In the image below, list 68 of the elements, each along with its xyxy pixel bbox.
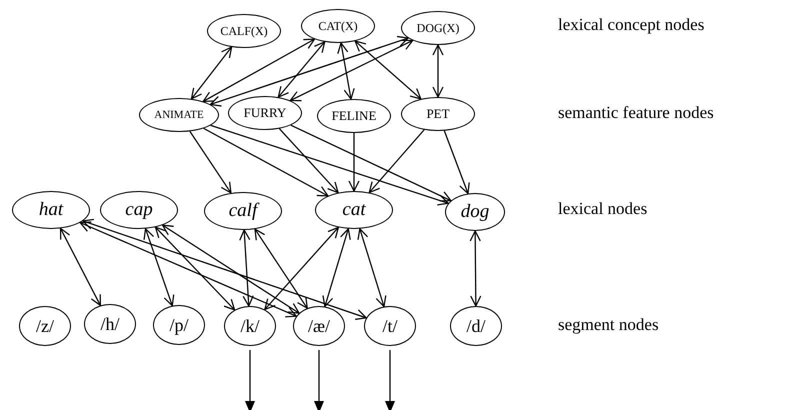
arrow [314, 350, 324, 410]
arrow [203, 128, 329, 196]
arrow [368, 129, 425, 194]
arrow [385, 350, 395, 410]
node-ellipse [364, 306, 416, 346]
arrow [354, 40, 422, 100]
layer-label: semantic feature nodes [558, 103, 714, 123]
arrow [239, 229, 254, 307]
arrow [245, 350, 255, 410]
arrow [189, 131, 232, 194]
node-ellipse [19, 306, 71, 346]
node-ellipse [153, 305, 205, 345]
arrow [60, 228, 101, 306]
node-label: /z/ [36, 316, 54, 336]
node-ellipse [450, 306, 502, 346]
arrow [432, 44, 444, 98]
node-label: DOG(X) [416, 20, 460, 36]
arrow [337, 42, 355, 100]
node-ellipse [445, 193, 505, 231]
arrow [254, 228, 308, 309]
arrow [470, 230, 482, 307]
node-ellipse [139, 98, 219, 132]
node-ellipse [12, 191, 90, 229]
node-label: /æ/ [308, 316, 330, 336]
arrow [322, 228, 351, 308]
node-label: /p/ [169, 314, 188, 336]
node-label: PET [426, 106, 450, 122]
node-label: /d/ [466, 316, 486, 336]
node-ellipse [224, 306, 276, 346]
arrow [202, 38, 316, 102]
node-label: FELINE [332, 108, 376, 124]
arrow [290, 124, 452, 202]
arrow [264, 226, 339, 310]
arrow [357, 228, 386, 308]
arrow [80, 221, 297, 318]
node-label: cat [342, 199, 366, 221]
node-label: hat [38, 199, 64, 221]
arrow [190, 46, 232, 100]
arrow [154, 226, 236, 310]
arrow [82, 218, 367, 320]
layer-label: segment nodes [558, 315, 659, 335]
node-ellipse [293, 306, 345, 346]
node-ellipse [401, 11, 475, 45]
layer-label: lexical concept nodes [558, 15, 704, 35]
node-ellipse [84, 304, 136, 344]
node-label: ANIMATE [154, 109, 204, 121]
arrow [278, 128, 339, 194]
node-label: dog [460, 201, 490, 223]
arrow [290, 40, 414, 102]
node-label: calf [228, 200, 258, 222]
node-label: FURRY [244, 105, 286, 121]
node-label: CAT(X) [318, 18, 358, 34]
arrow [444, 130, 470, 194]
node-label: /h/ [100, 314, 120, 334]
arrow [348, 133, 360, 192]
node-label: /t/ [382, 316, 398, 336]
node-ellipse [228, 96, 302, 130]
arrow [278, 41, 326, 98]
node-label: cap [125, 199, 153, 221]
arrow [162, 224, 300, 314]
node-ellipse [301, 9, 375, 43]
node-ellipse [100, 191, 178, 229]
layer-label: lexical nodes [558, 199, 648, 219]
node-label: /k/ [240, 316, 260, 336]
arrow [143, 228, 174, 306]
node-label: CALF(X) [220, 24, 268, 38]
arrow [210, 36, 409, 107]
arrow [210, 124, 449, 206]
